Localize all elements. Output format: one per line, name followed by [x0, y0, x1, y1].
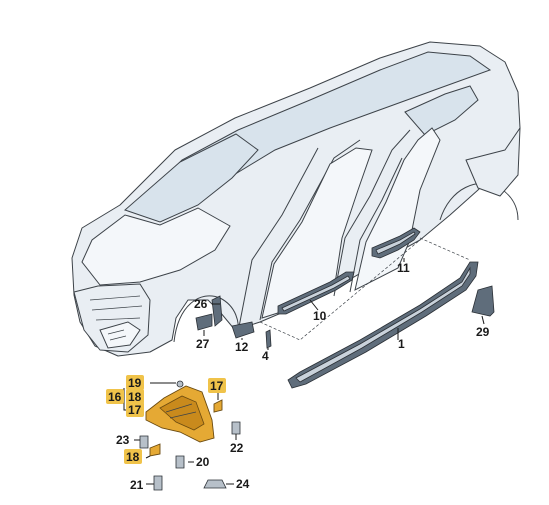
- part-12-jack-point[interactable]: [231, 321, 255, 339]
- part-24-nut[interactable]: [203, 479, 227, 489]
- part-18-spacer[interactable]: [149, 443, 161, 457]
- part-1-side-sill-panel[interactable]: [287, 261, 479, 389]
- callout-16: 16: [108, 390, 122, 404]
- label-highlights: [106, 375, 226, 464]
- part-27-clip[interactable]: [195, 313, 213, 331]
- callout-27: 27: [196, 337, 210, 351]
- part-29-rear-flap[interactable]: [471, 285, 495, 317]
- part-4-rod[interactable]: [265, 329, 272, 349]
- callout-20: 20: [196, 455, 210, 469]
- callout-26: 26: [194, 297, 208, 311]
- callout-17-liner: 17: [128, 403, 142, 417]
- callout-11: 11: [397, 261, 410, 275]
- callout-12: 12: [235, 340, 249, 354]
- part-17-spacer[interactable]: [213, 399, 223, 413]
- callout-18-liner: 18: [128, 390, 142, 404]
- callout-19: 19: [128, 376, 142, 390]
- part-20-screw[interactable]: [175, 455, 185, 469]
- callout-29: 29: [476, 325, 490, 339]
- callout-1: 1: [398, 337, 405, 351]
- part-10-sill-trim-front[interactable]: [277, 271, 355, 315]
- callout-18-spacer: 18: [126, 450, 140, 464]
- callout-10: 10: [313, 309, 327, 323]
- callout-17-spacer: 17: [210, 379, 224, 393]
- part-22-screw[interactable]: [231, 421, 241, 435]
- car-body: [71, 41, 521, 357]
- wheel-arch-liner-group[interactable]: [145, 385, 215, 443]
- part-23-screw[interactable]: [139, 435, 149, 449]
- callout-24: 24: [236, 477, 250, 491]
- part-19-clip[interactable]: [176, 380, 184, 388]
- callout-23: 23: [116, 433, 130, 447]
- callout-21: 21: [130, 478, 144, 492]
- callout-4: 4: [262, 349, 269, 363]
- part-21-screw[interactable]: [153, 475, 163, 491]
- callout-22: 22: [230, 441, 244, 455]
- part-26-bracket[interactable]: [211, 295, 223, 327]
- part-11-sill-trim-rear[interactable]: [371, 227, 421, 259]
